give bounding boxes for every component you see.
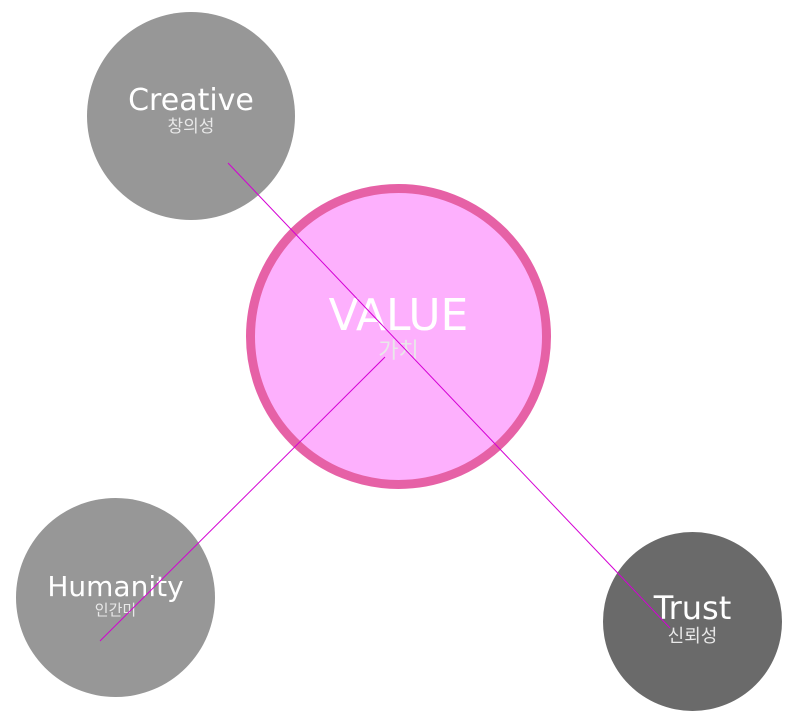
creative-node: Creative 창의성: [87, 12, 295, 220]
creative-subtitle: 창의성: [167, 116, 215, 137]
value-title: VALUE: [328, 290, 469, 342]
humanity-node: Humanity 인간미: [16, 498, 215, 697]
humanity-subtitle: 인간미: [94, 601, 137, 620]
creative-title: Creative: [128, 83, 254, 119]
humanity-title: Humanity: [47, 569, 184, 603]
trust-subtitle: 신뢰성: [667, 625, 718, 647]
value-subtitle: 가치: [378, 339, 419, 365]
trust-title: Trust: [653, 588, 732, 627]
value-center-node: VALUE 가치: [246, 184, 551, 489]
trust-node: Trust 신뢰성: [603, 532, 782, 711]
